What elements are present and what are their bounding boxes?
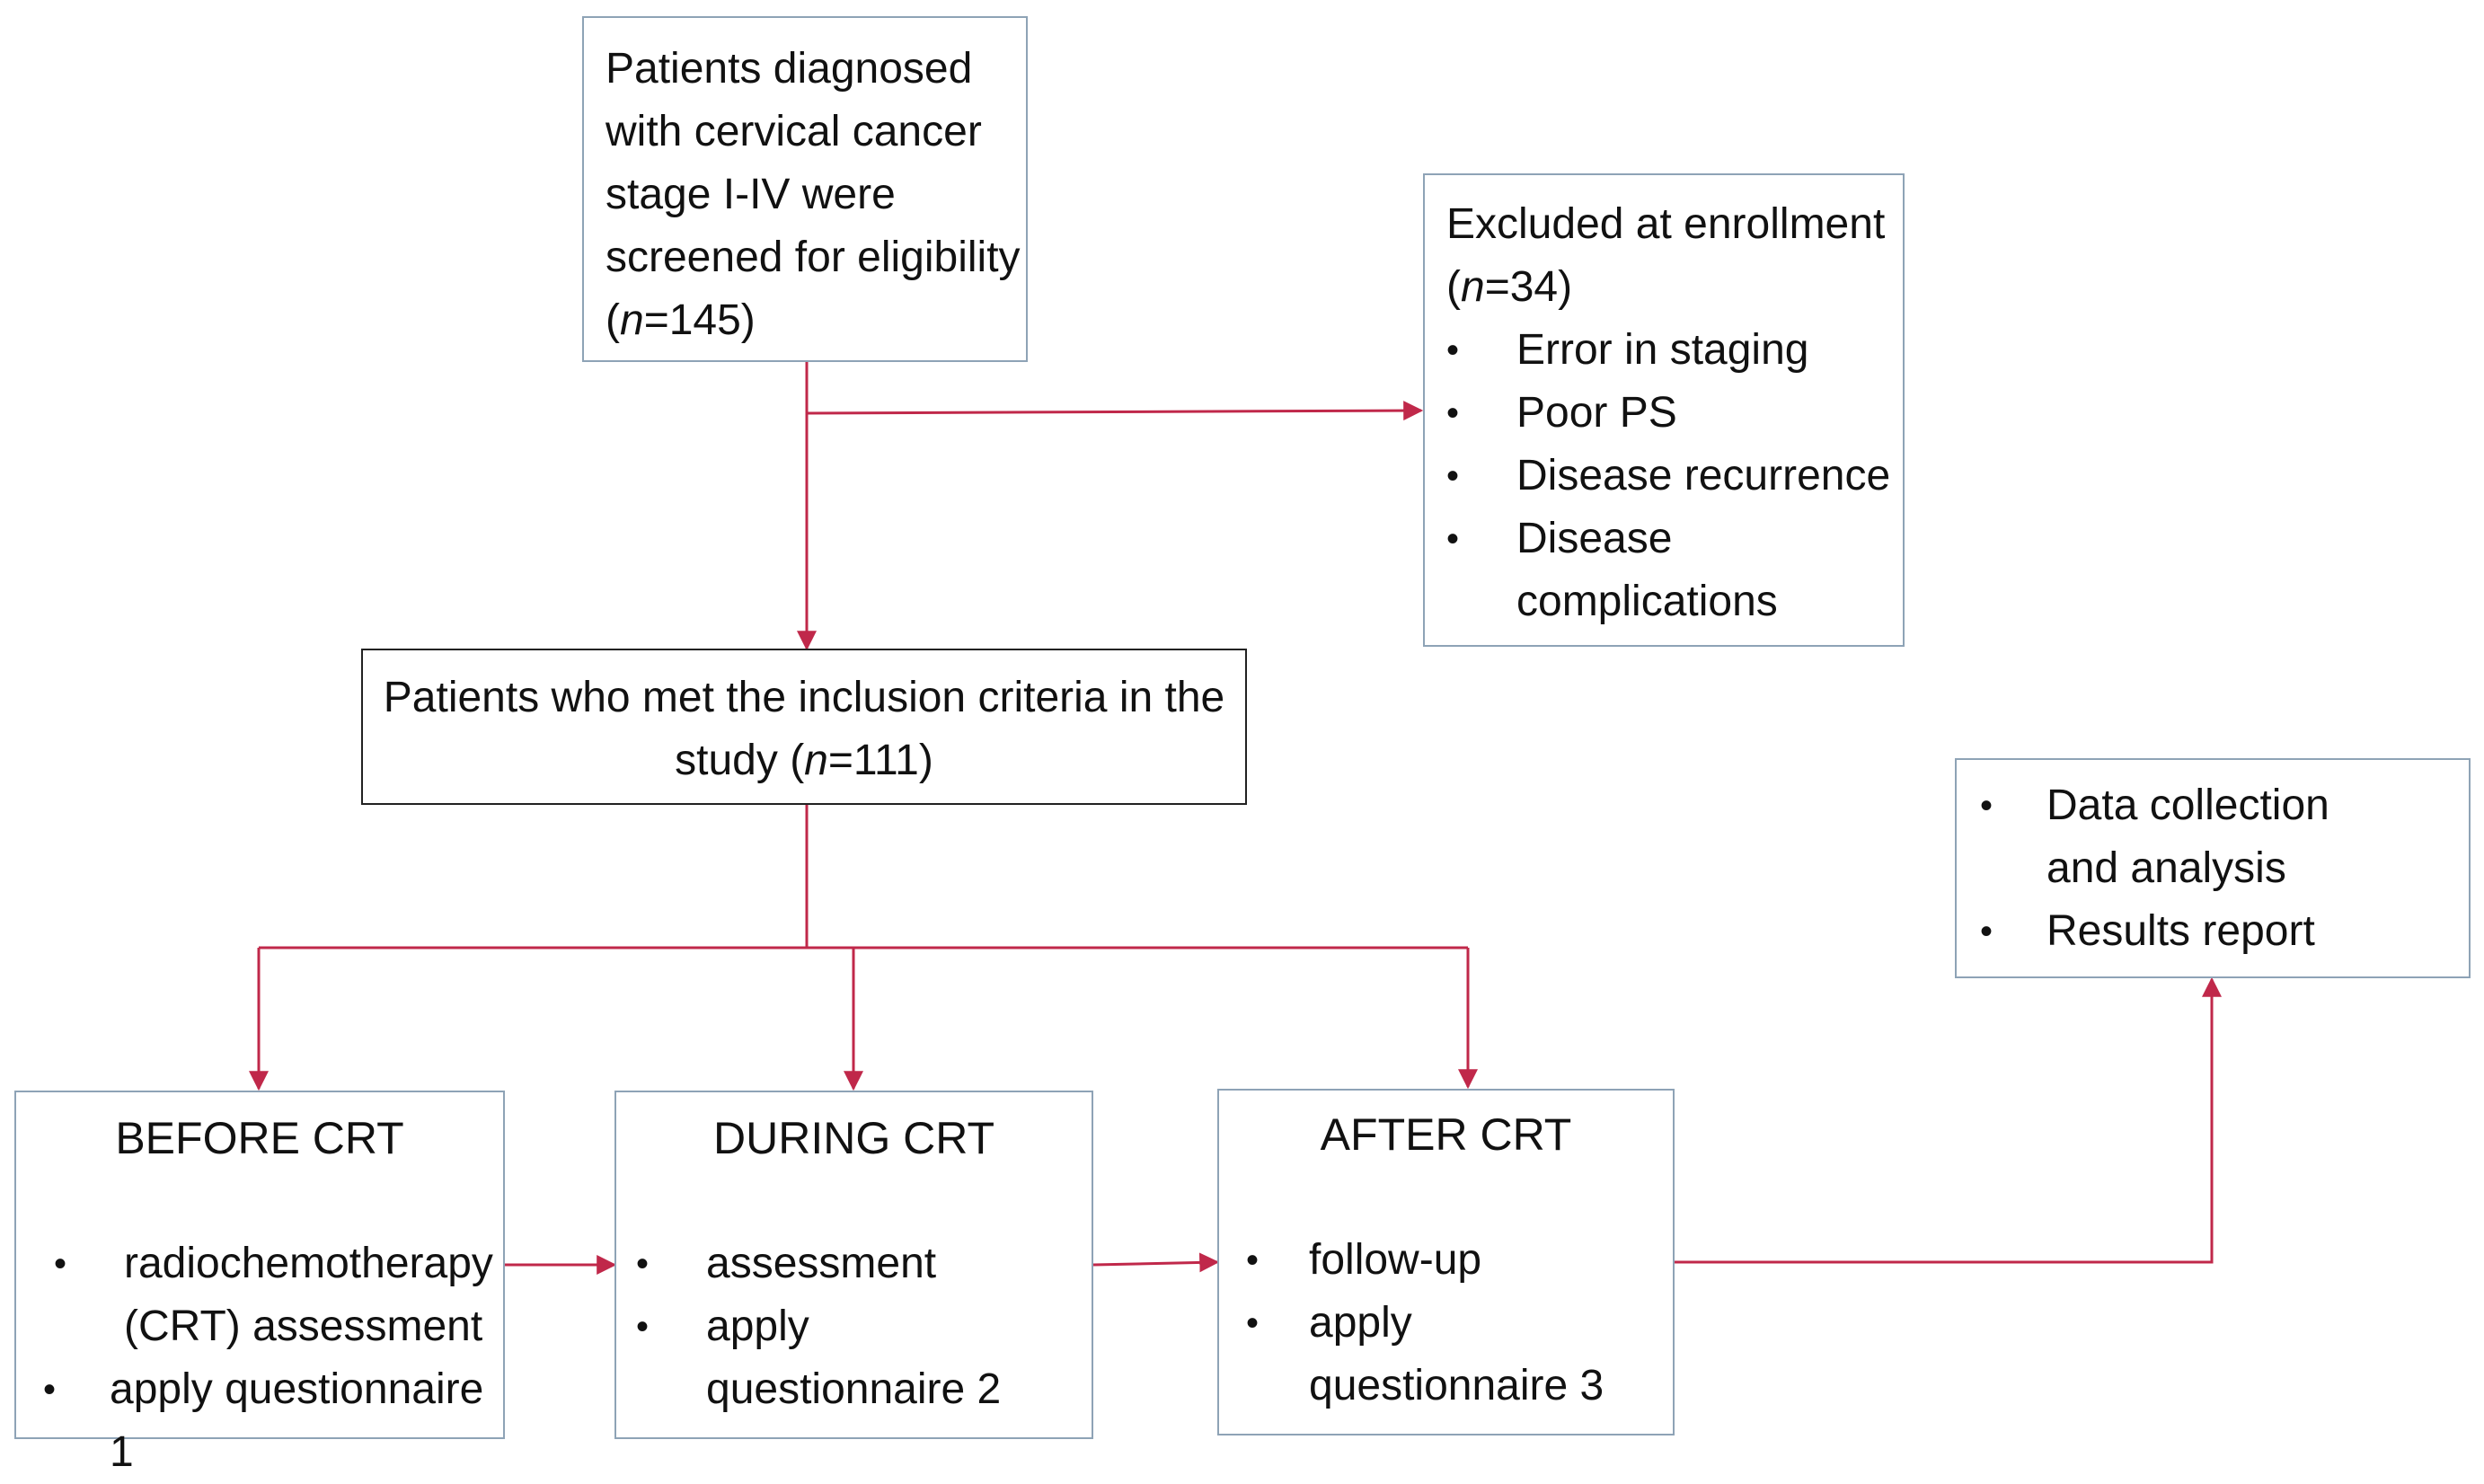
report-item: •Data collection and analysis [1957, 774, 2406, 900]
excluded-box: Excluded at enrollment (n=34) •Error in … [1423, 173, 1905, 647]
before-crt-box: BEFORE CRT •radiochemotherapy (CRT) asse… [14, 1091, 505, 1476]
after-crt-item: •apply questionnaire 3 [1219, 1292, 1614, 1418]
bullet-icon: • [1246, 1241, 1260, 1280]
before-crt-item: •apply questionnaire 1 [16, 1358, 503, 1484]
bullet-icon: • [54, 1244, 67, 1284]
bullet-icon: • [636, 1244, 650, 1284]
screened-line-1: Patients diagnosed [606, 45, 973, 93]
screened-count: (n=145) [606, 296, 756, 344]
bullet-icon: • [636, 1307, 650, 1347]
report-box: •Data collection and analysis •Results r… [1955, 758, 2471, 978]
before-crt-title: BEFORE CRT [115, 1113, 404, 1163]
before-crt-item: •radiochemotherapy (CRT) assessment [16, 1232, 493, 1358]
during-crt-item: •assessment [616, 1232, 1092, 1295]
bullet-icon: • [1446, 456, 1460, 496]
excluded-item: •Disease recurrence [1446, 445, 1903, 508]
bullet-icon: • [1980, 786, 1993, 826]
bullet-icon: • [1446, 393, 1460, 433]
arrow-after-to-report [1675, 976, 2222, 1264]
bullet-icon: • [43, 1370, 57, 1409]
report-list: •Data collection and analysis •Results r… [1957, 774, 2469, 963]
screened-line-3: stage I-IV were [606, 171, 896, 218]
after-crt-item: •follow-up [1219, 1229, 1673, 1292]
bullet-icon: • [1446, 519, 1460, 559]
bullet-icon: • [1246, 1303, 1260, 1343]
after-crt-list: •follow-up •apply questionnaire 3 [1219, 1229, 1673, 1418]
during-crt-title: DURING CRT [713, 1113, 994, 1163]
screened-line-4: screened for eligibility [606, 234, 1021, 281]
during-crt-item: •apply questionnaire 2 [616, 1295, 1065, 1421]
arrow-to-excluded [806, 401, 1424, 421]
during-crt-box: DURING CRT •assessment •apply questionna… [614, 1091, 1093, 1439]
screened-line-2: with cervical cancer [606, 108, 982, 155]
excluded-title: Excluded at enrollment [1446, 200, 1886, 248]
after-crt-title: AFTER CRT [1320, 1109, 1572, 1160]
screened-box: Patients diagnosed with cervical cancer … [582, 16, 1028, 362]
bullet-icon: • [1446, 331, 1460, 370]
bullet-icon: • [1980, 912, 1993, 951]
excluded-list: •Error in staging •Poor PS •Disease recu… [1446, 319, 1903, 633]
excluded-item: •Error in staging [1446, 319, 1903, 382]
excluded-item: •Poor PS [1446, 382, 1903, 445]
excluded-count: (n=34) [1446, 263, 1573, 311]
arrow-during-to-after [1092, 1252, 1220, 1273]
included-box: Patients who met the inclusion criteria … [361, 649, 1247, 805]
included-line-2: study (n=111) [675, 737, 933, 784]
during-crt-list: •assessment •apply questionnaire 2 [616, 1232, 1092, 1421]
after-crt-box: AFTER CRT •follow-up •apply questionnair… [1217, 1089, 1675, 1435]
before-crt-list: •radiochemotherapy (CRT) assessment •app… [16, 1232, 503, 1484]
report-item: •Results report [1957, 900, 2469, 963]
included-line-1: Patients who met the inclusion criteria … [383, 674, 1225, 721]
excluded-item: •Disease complications [1446, 508, 1786, 633]
